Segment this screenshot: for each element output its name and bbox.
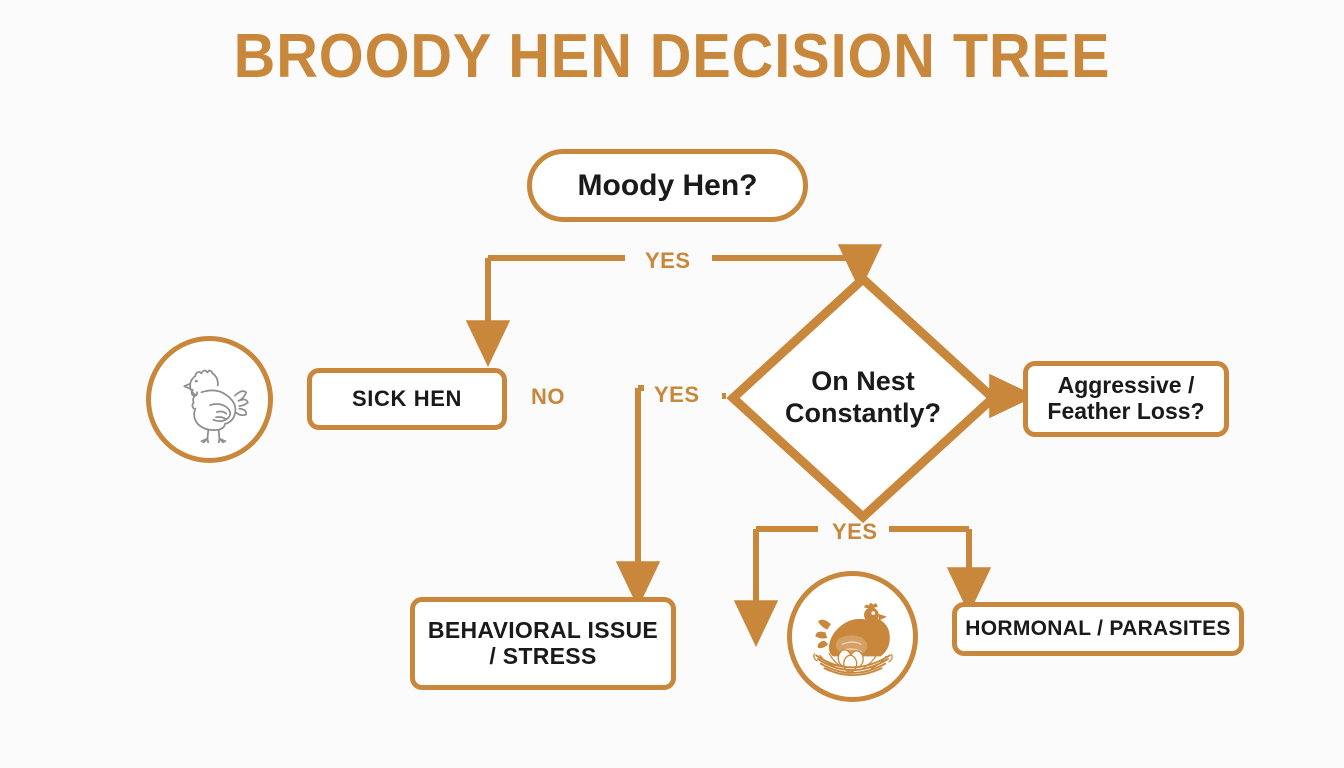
node-behavioral-label-line2: / STRESS bbox=[489, 642, 597, 669]
node-on-nest-label: On Nest Constantly? bbox=[727, 273, 999, 523]
node-moody-hen[interactable]: Moody Hen? bbox=[527, 149, 808, 222]
diamond-shape bbox=[727, 273, 999, 523]
node-behavioral-issue-stress[interactable]: BEHAVIORAL ISSUE / STRESS bbox=[410, 597, 676, 690]
node-hormonal-parasites[interactable]: HORMONAL / PARASITES bbox=[952, 602, 1244, 656]
node-aggressive-label-line2: Feather Loss? bbox=[1047, 398, 1205, 424]
node-hormonal-label: HORMONAL / PARASITES bbox=[965, 617, 1231, 641]
node-sick-hen-label: SICK HEN bbox=[352, 385, 462, 411]
node-sick-hen[interactable]: SICK HEN bbox=[307, 368, 507, 430]
edge-label-yes-bottom: YES bbox=[832, 519, 878, 544]
edge-label-yes-middle: YES bbox=[654, 382, 700, 407]
node-aggressive-label-line1: Aggressive / bbox=[1057, 372, 1195, 399]
node-moody-hen-label: Moody Hen? bbox=[577, 168, 758, 202]
node-on-nest-label-line2: Constantly? bbox=[784, 398, 941, 428]
edge-label-yes-top: YES bbox=[645, 248, 691, 273]
hen-outline-icon bbox=[146, 336, 273, 463]
node-on-nest-label-line1: On Nest bbox=[811, 366, 915, 397]
edge-label-no: NO bbox=[531, 384, 565, 409]
node-aggressive-feather-loss[interactable]: Aggressive / Feather Loss? bbox=[1023, 361, 1229, 437]
brooding-hen-nest-icon bbox=[787, 571, 918, 702]
node-on-nest-constantly[interactable]: On Nest Constantly? bbox=[727, 273, 999, 523]
node-behavioral-label-line1: BEHAVIORAL ISSUE bbox=[427, 616, 659, 643]
page-title: BROODY HEN DECISION TREE bbox=[233, 22, 1111, 91]
